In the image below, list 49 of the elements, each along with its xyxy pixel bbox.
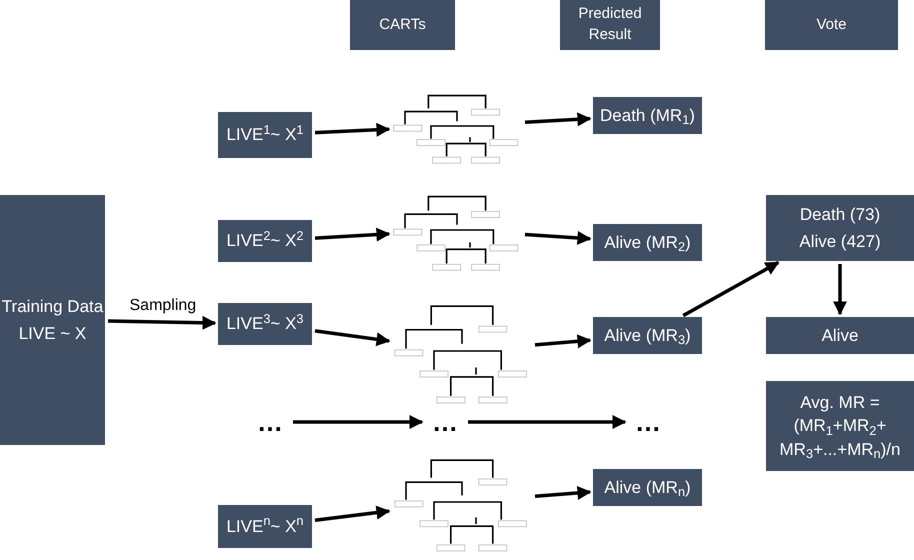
arrow [682,260,780,318]
box-text: Alive (427) [798,231,882,253]
box-text: LIVE ~ X [18,323,88,345]
arrow [833,264,847,316]
process-box [218,220,312,262]
box-text: Death (73) [798,204,882,226]
column-header [765,0,898,50]
process-box [593,317,702,354]
column-header [350,0,455,50]
box-text: Alive (MR$_{2}$) [603,232,692,254]
process-box [766,195,914,261]
box-text: CARTs [378,14,427,35]
edge-label: Sampling [128,296,198,316]
arrow [534,334,592,348]
arrow [108,316,216,330]
process-box [766,317,914,354]
box-text: Avg. MR = (MR$_{1}$+MR$_{2}$+ MR$_{3}$+...+MR$_{n}$)/n [778,392,902,462]
box-text: Predicted Result [577,4,643,45]
column-header [560,0,660,50]
arrow [314,506,390,522]
box-text: LIVE$^{1}$~ X$^{1}$ [225,123,305,146]
process-box [218,303,312,345]
process-box [218,112,312,158]
ellipsis-text: … [250,405,290,439]
arrow [314,228,390,242]
box-text: Alive (MR$_{n}$) [603,476,692,500]
process-box [0,195,105,445]
box-text: Death (MR$_{1}$) [599,104,696,128]
process-box [766,381,914,471]
box-text: LIVE$^{n}$~ X$^{n}$ [225,514,305,538]
ellipsis-text: … [628,405,668,439]
ellipsis-text: … [425,405,465,439]
box-text: LIVE$^{3}$~ X$^{3}$ [225,312,305,336]
arrow [524,112,592,126]
box-text: Alive (MR$_{3}$) [603,324,692,348]
process-box [593,97,702,134]
box-text: LIVE$^{2}$~ X$^{2}$ [225,229,305,252]
arrow [468,415,626,429]
box-text: Alive [820,324,860,347]
process-box [593,469,702,506]
box-text: Training Data [0,296,104,318]
arrow [534,486,592,500]
process-box [218,505,312,548]
arrow [314,329,390,346]
arrow [314,122,390,137]
process-box [593,224,702,261]
arrow [524,230,592,245]
arrow [293,415,424,429]
box-text: Vote [815,14,848,35]
